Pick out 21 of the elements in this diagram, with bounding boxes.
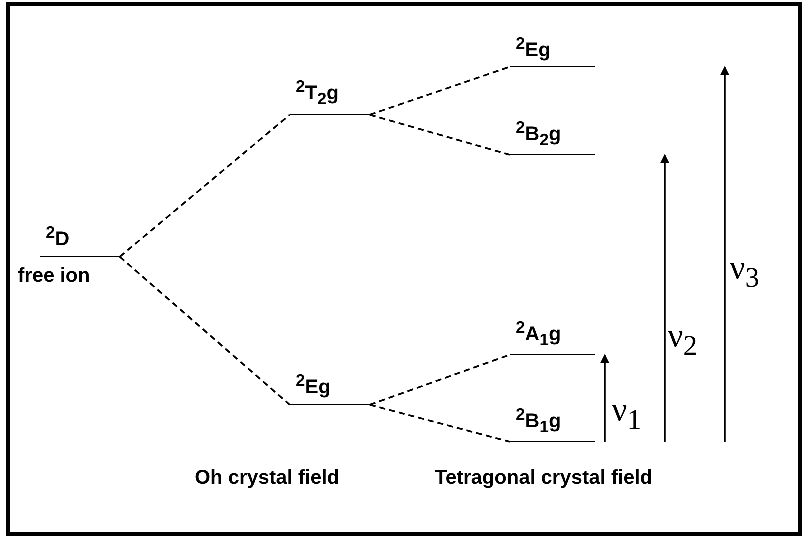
level-label: $^{2}$A$_{1}$g <box>516 318 562 351</box>
correlation-line <box>370 114 510 156</box>
edge-label: ν$_{2}$ <box>668 318 698 363</box>
level-label: $^{2}$T$_{2}$g <box>296 77 339 110</box>
level-label: $^{2}$D <box>46 223 70 252</box>
energy-level <box>40 225 120 257</box>
level-label: $^{2}$Eg <box>516 34 551 63</box>
correlation-line <box>370 404 510 443</box>
field-label: Tetragonal crystal field <box>435 467 652 490</box>
edge-label: ν$_{1}$ <box>612 392 642 437</box>
edge-label: ν$_{3}$ <box>730 250 760 295</box>
energy-level <box>290 373 370 405</box>
correlation-line <box>119 114 291 258</box>
field-label: Oh crystal field <box>195 467 340 490</box>
correlation-line <box>370 66 510 116</box>
level-caption: free ion <box>18 265 90 288</box>
level-label: $^{2}$B$_{1}$g <box>516 405 562 438</box>
level-label: $^{2}$B$_{2}$g <box>516 118 562 151</box>
level-label: $^{2}$Eg <box>296 371 331 400</box>
correlation-line <box>370 354 510 406</box>
correlation-line <box>119 256 291 406</box>
